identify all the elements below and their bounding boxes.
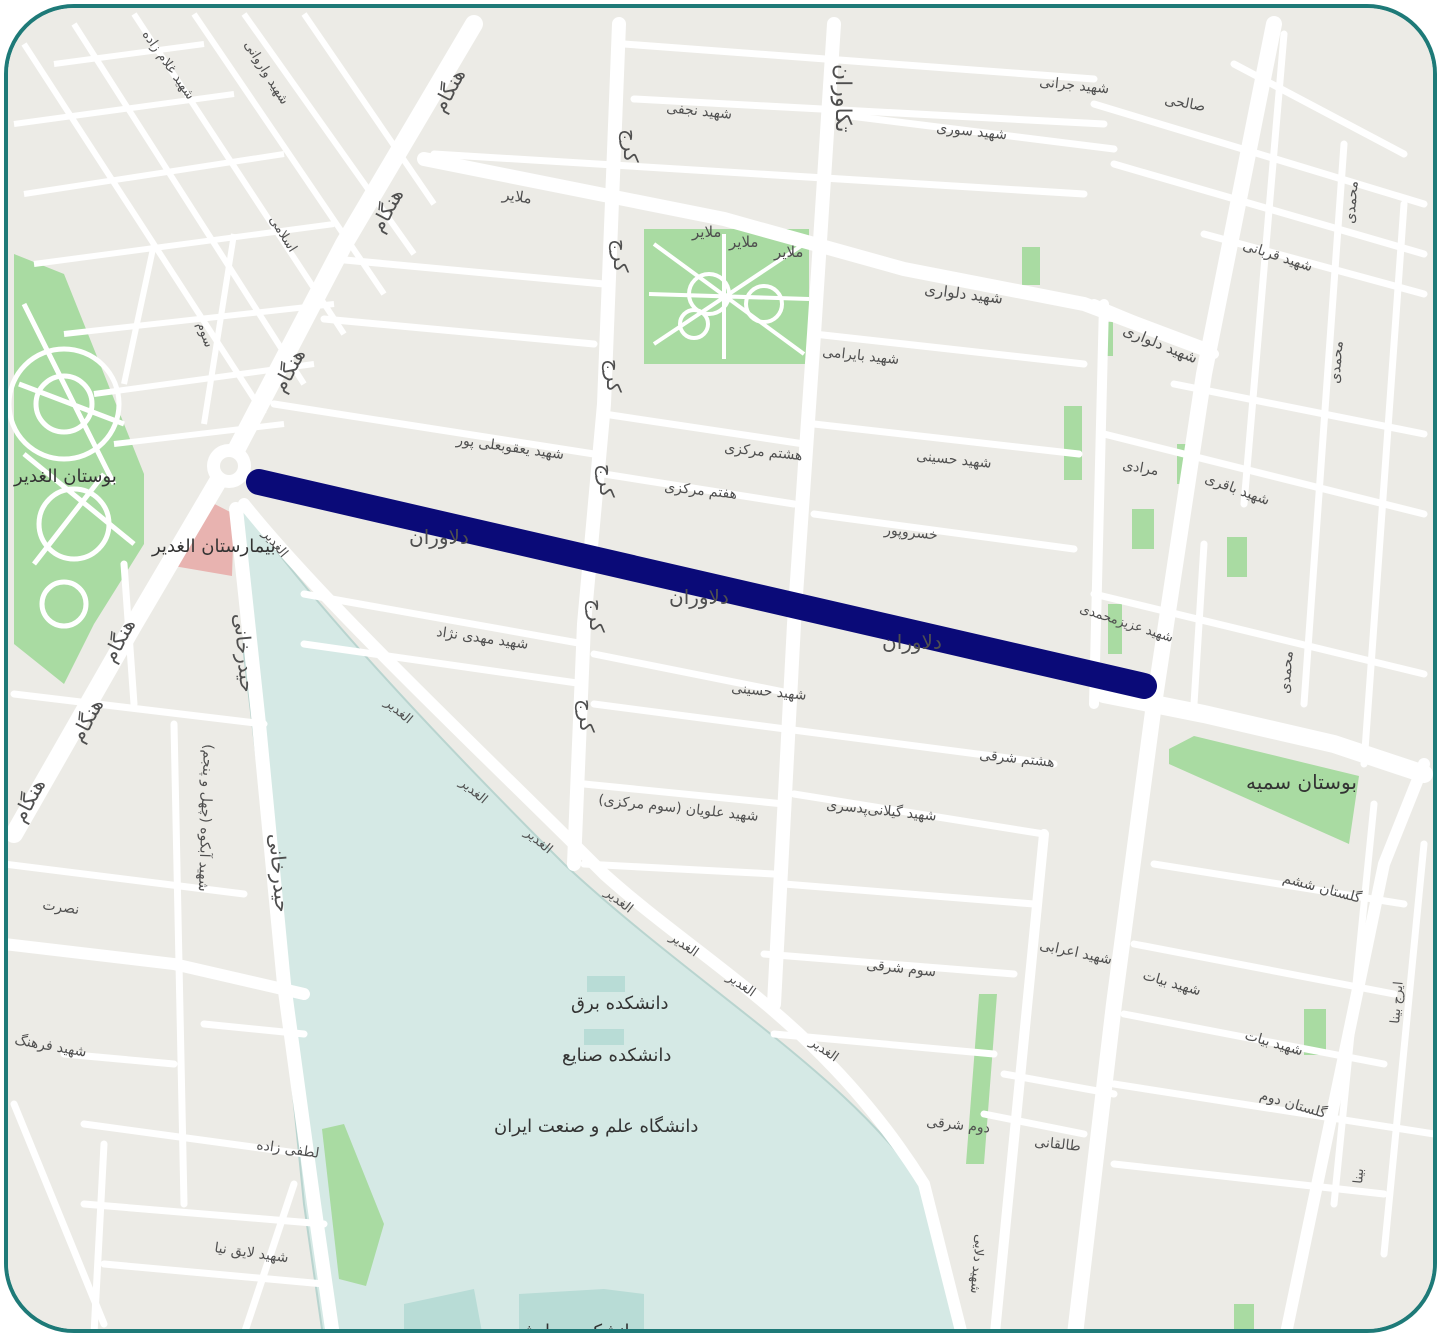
map-frame: هنگام هنگام هنگام هنگام هنگام هنگام کرج …	[4, 4, 1437, 1333]
label-delavaran-2: دلاوران	[669, 585, 729, 609]
label-salehi: صالحی	[1163, 92, 1206, 115]
label-park-somayeh: بوستان سمیه	[1246, 770, 1357, 794]
label-delavaran-3: دلاوران	[882, 630, 942, 654]
label-hospital: بیمارستان الغدیر	[151, 536, 276, 557]
label-malayer-2: ملایر	[691, 223, 721, 241]
delvari-east	[1089, 299, 1219, 359]
label-karaj-3: کرج	[602, 359, 626, 393]
label-sevom-sharghi: سوم شرقی	[866, 957, 937, 980]
label-malayer-4: ملایر	[773, 243, 803, 261]
label-karaj-4: کرج	[595, 464, 619, 498]
park-ghadir[interactable]	[8, 254, 144, 684]
label-shahid-najafi: شهید نجفی	[666, 100, 733, 123]
label-dovom-sharghi: دوم شرقی	[926, 1114, 991, 1137]
label-khosropour: خسروپور	[883, 522, 939, 544]
label-tekavaran: تکاوران	[830, 64, 855, 133]
minor-streets	[8, 30, 1433, 1329]
park-somayeh[interactable]	[1169, 736, 1359, 844]
label-malayer-1: ملایر	[500, 185, 533, 208]
label-haftom-markazi: هفتم مرکزی	[664, 479, 738, 503]
label-faculty-mavad: دانشکده موادشیمی	[491, 1321, 638, 1329]
highlighted-route[interactable]	[246, 469, 1157, 699]
alghadir-street	[238, 498, 967, 1329]
label-bina: بینا	[1351, 1168, 1367, 1185]
label-delavaran-1: دلاوران	[409, 525, 469, 549]
roundabout-island	[220, 457, 238, 475]
tekavaran-street	[767, 17, 841, 1011]
map-canvas[interactable]: هنگام هنگام هنگام هنگام هنگام هنگام کرج …	[8, 8, 1433, 1329]
primary-streets	[8, 15, 1433, 1329]
east-main-road	[1095, 685, 1433, 783]
label-shahid-souri: شهید سوری	[936, 120, 1008, 143]
label-park-ghadir: بوستان الغدیر	[13, 466, 117, 487]
label-nosrat: نصرت	[41, 897, 80, 918]
label-karaj-2: کرج	[609, 239, 633, 273]
label-taleghani: طالقانی	[1034, 1134, 1082, 1155]
taleghani-road	[990, 829, 1049, 1329]
label-shahid-hosseini-2: شهید حسینی	[731, 680, 808, 704]
label-karaj-5: کرج	[585, 599, 609, 633]
label-hashtom-sharghi: هشتم شرقی	[979, 747, 1056, 771]
label-karaj-1: کرج	[619, 129, 643, 163]
label-iraj-bina: ایرج بینا	[1388, 981, 1407, 1025]
east-diagonal-2	[1089, 299, 1109, 709]
label-faculty-sanaye: دانشکده صنایع	[562, 1045, 671, 1066]
campus-buildings	[404, 976, 644, 1329]
label-moradi: مرادی	[1121, 457, 1160, 479]
label-shahid-dalaei: شهید دلایی	[967, 1234, 987, 1295]
label-shahid-hosseini: شهید حسینی	[916, 448, 993, 472]
label-mohammadi-2: محمدی	[1327, 340, 1347, 384]
southwest-road	[8, 938, 310, 1000]
label-mohammadi-3: محمدی	[1277, 650, 1297, 694]
karaj-street	[567, 17, 626, 871]
diagonal-east	[1280, 758, 1430, 1329]
label-faculty-bargh: دانشکده برق	[571, 993, 669, 1014]
label-malayer-3: ملایر	[728, 233, 758, 251]
park-north[interactable]	[644, 229, 810, 364]
label-shahid-abkoh: شهید آبکوه (چهل و پنجم)	[195, 744, 217, 892]
northwest-grid	[13, 12, 437, 447]
label-university: دانشگاه علم و صنعت ایران	[494, 1115, 698, 1137]
label-karaj-6: کرج	[575, 699, 599, 733]
label-shahid-jorani: شهید جرانی	[1039, 74, 1110, 97]
label-mohammadi-1: محمدی	[1342, 180, 1362, 224]
